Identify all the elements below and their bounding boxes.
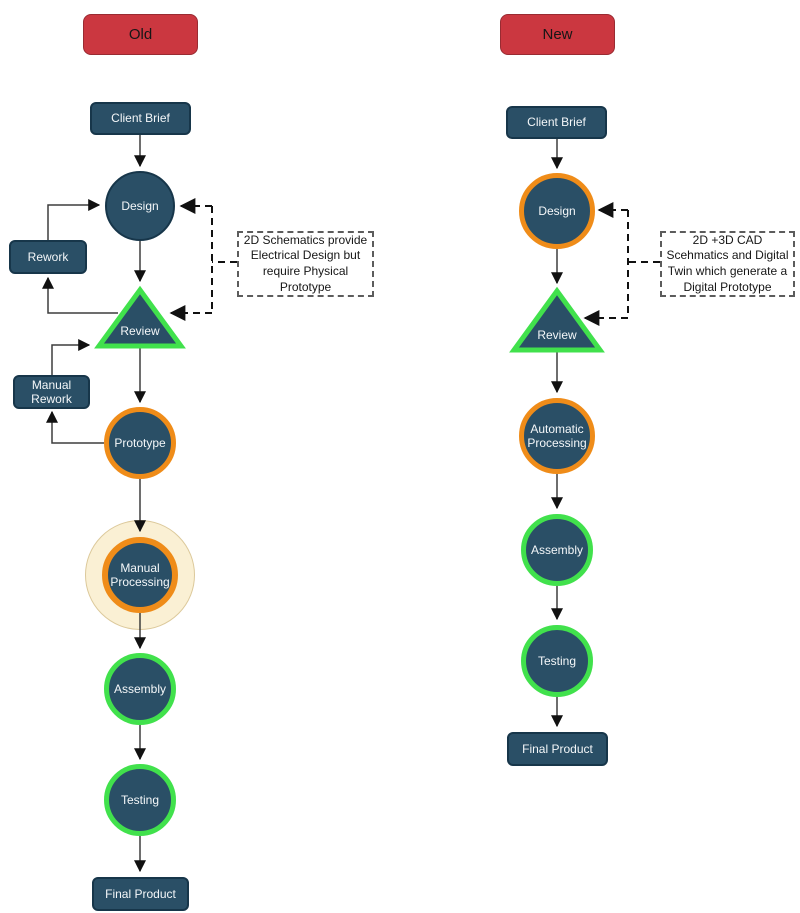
prototype-node-old: Prototype xyxy=(104,407,176,479)
new-header: New xyxy=(500,14,615,55)
manual-processing-node-old: Manual Processing xyxy=(102,537,178,613)
dashed-connectors xyxy=(169,198,660,326)
annotation-note-old: 2D Schematics provide Electrical Design … xyxy=(237,231,374,297)
testing-node-new: Testing xyxy=(521,625,593,697)
assembly-node-old: Assembly xyxy=(104,653,176,725)
design-node-old: Design xyxy=(105,171,175,241)
arrow-review-rework-old xyxy=(42,276,118,314)
final-product-node-old: Final Product xyxy=(92,877,189,911)
automatic-processing-node-new: Automatic Processing xyxy=(519,398,595,474)
rework-node-old: Rework xyxy=(9,240,87,274)
final-product-node-new: Final Product xyxy=(507,732,608,766)
arrow-manualrework-review-old xyxy=(51,339,91,375)
arrow-rework-design-old xyxy=(47,199,101,240)
review-triangle-new xyxy=(509,286,605,353)
design-node-new: Design xyxy=(519,173,595,249)
old-header: Old xyxy=(83,14,198,55)
client-brief-node-old: Client Brief xyxy=(90,102,191,135)
arrow-prototype-manualrework-old xyxy=(46,410,104,444)
manual-rework-node-old: Manual Rework xyxy=(13,375,90,409)
assembly-node-new: Assembly xyxy=(521,514,593,586)
client-brief-node-new: Client Brief xyxy=(506,106,607,139)
solid-arrows xyxy=(42,135,563,873)
testing-node-old: Testing xyxy=(104,764,176,836)
review-triangle-old xyxy=(94,285,186,349)
annotation-note-new: 2D +3D CAD Scehmatics and Digital Twin w… xyxy=(660,231,795,297)
